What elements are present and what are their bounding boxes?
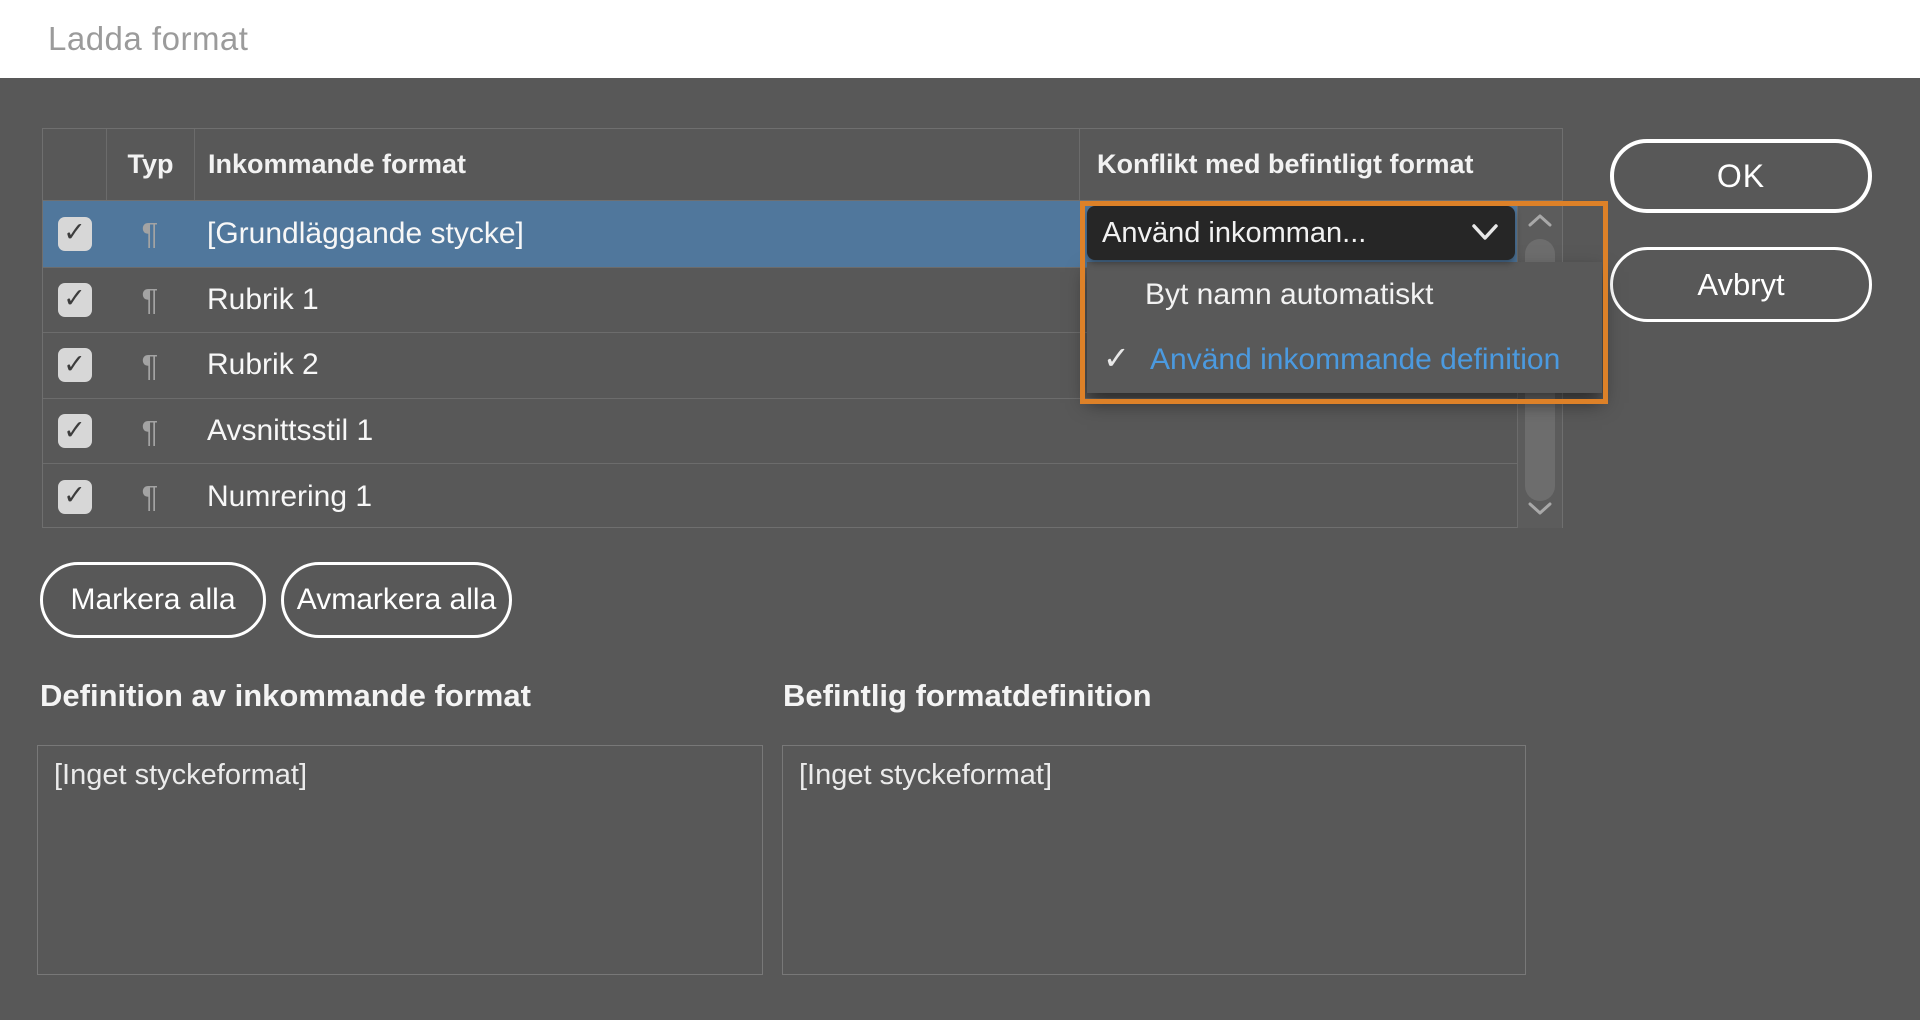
- conflict-dropdown[interactable]: Använd inkomman...: [1087, 206, 1515, 260]
- selected-check-icon: ✓: [1103, 340, 1130, 376]
- table-header-row: Typ Inkommande format Konflikt med befin…: [43, 129, 1562, 201]
- paragraph-style-icon: ¶: [141, 282, 159, 318]
- style-name: Rubrik 1: [207, 282, 319, 316]
- column-header-type: Typ: [106, 129, 194, 200]
- style-name: Rubrik 2: [207, 348, 319, 382]
- paragraph-style-icon: ¶: [141, 216, 159, 252]
- cancel-button[interactable]: Avbryt: [1610, 247, 1872, 322]
- check-icon: ✓: [63, 414, 86, 445]
- scroll-up-icon[interactable]: [1525, 207, 1555, 233]
- incoming-definition-label: Definition av inkommande format: [40, 678, 531, 713]
- conflict-dropdown-value: Använd inkomman...: [1102, 216, 1367, 249]
- paragraph-style-icon: ¶: [141, 413, 159, 449]
- type-cell: ¶: [106, 350, 194, 381]
- row-checkbox[interactable]: ✓: [57, 479, 92, 514]
- incoming-definition-box: [Inget styckeformat]: [37, 745, 763, 975]
- deselect-all-button[interactable]: Avmarkera alla: [281, 562, 512, 638]
- type-cell: ¶: [106, 284, 194, 315]
- menu-item-label: Byt namn automatiskt: [1145, 277, 1434, 311]
- row-checkbox[interactable]: ✓: [57, 414, 92, 449]
- dialog-title: Ladda format: [48, 20, 249, 57]
- checkbox-cell: ✓: [43, 479, 106, 514]
- select-all-button[interactable]: Markera alla: [40, 562, 266, 638]
- existing-definition-label: Befintlig formatdefinition: [783, 678, 1152, 713]
- row-checkbox[interactable]: ✓: [57, 282, 92, 317]
- type-cell: ¶: [106, 218, 194, 249]
- conflict-dropdown-menu: Byt namn automatiskt ✓ Använd inkommande…: [1087, 262, 1602, 393]
- dialog-body: Typ Inkommande format Konflikt med befin…: [0, 78, 1920, 1020]
- checkbox-cell: ✓: [43, 414, 106, 449]
- style-name: [Grundläggande stycke]: [207, 216, 524, 250]
- style-name: Numrering 1: [207, 479, 373, 513]
- column-header-checkbox: [43, 129, 106, 200]
- style-name: Avsnittsstil 1: [207, 414, 374, 448]
- menu-item-use-incoming-definition[interactable]: ✓ Använd inkommande definition: [1087, 327, 1602, 392]
- chevron-down-icon: [1469, 221, 1501, 243]
- column-header-incoming-style: Inkommande format: [194, 129, 1079, 200]
- check-icon: ✓: [63, 217, 86, 248]
- dialog-titlebar: Ladda format: [0, 0, 1920, 78]
- check-icon: ✓: [63, 348, 86, 379]
- type-cell: ¶: [106, 481, 194, 512]
- table-row[interactable]: ✓ ¶ Rubrik 2: [43, 332, 1562, 398]
- scroll-down-icon[interactable]: [1525, 496, 1555, 522]
- paragraph-style-icon: ¶: [141, 347, 159, 383]
- checkbox-cell: ✓: [43, 282, 106, 317]
- check-icon: ✓: [63, 283, 86, 314]
- paragraph-style-icon: ¶: [141, 479, 159, 515]
- column-header-conflict: Konflikt med befintligt format: [1079, 129, 1562, 200]
- check-icon: ✓: [63, 480, 86, 511]
- row-checkbox[interactable]: ✓: [57, 216, 92, 251]
- existing-definition-box: [Inget styckeformat]: [782, 745, 1526, 975]
- table-row[interactable]: ✓ ¶ Rubrik 1: [43, 266, 1562, 333]
- menu-item-rename-automatically[interactable]: Byt namn automatiskt: [1087, 262, 1602, 327]
- type-cell: ¶: [106, 416, 194, 447]
- menu-item-label: Använd inkommande definition: [1150, 342, 1561, 376]
- ok-button[interactable]: OK: [1610, 139, 1872, 213]
- checkbox-cell: ✓: [43, 348, 106, 383]
- table-row[interactable]: ✓ ¶ Numrering 1: [43, 463, 1562, 529]
- checkbox-cell: ✓: [43, 216, 106, 251]
- row-checkbox[interactable]: ✓: [57, 348, 92, 383]
- table-row[interactable]: ✓ ¶ Avsnittsstil 1: [43, 397, 1562, 464]
